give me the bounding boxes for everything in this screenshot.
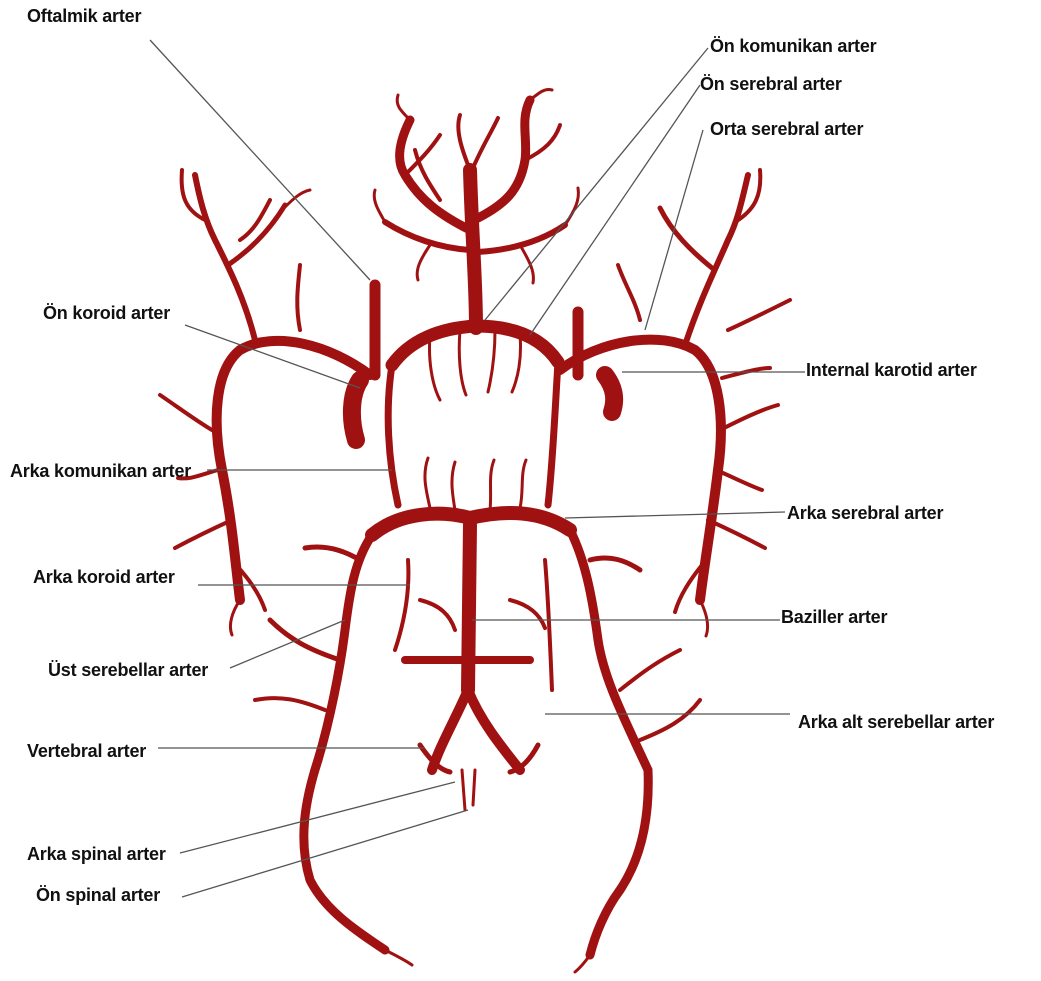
- label-on-koroid-arter: Ön koroid arter: [43, 303, 170, 324]
- leader-on-spinal: [182, 810, 468, 897]
- leader-oftalmik: [150, 40, 370, 280]
- left-middle-cerebral-artery-tree: [160, 170, 370, 635]
- label-arka-spinal-arter: Arka spinal arter: [27, 844, 166, 865]
- leader-orta-serebral: [645, 130, 703, 330]
- leader-on-serebral: [530, 85, 700, 335]
- label-oftalmik-arter: Oftalmik arter: [27, 6, 141, 27]
- anterior-cerebral-artery-tree: [374, 89, 578, 328]
- label-vertebral-arter: Vertebral arter: [27, 741, 146, 762]
- label-arka-serebral-arter: Arka serebral arter: [787, 503, 943, 524]
- label-orta-serebral-arter: Orta serebral arter: [710, 119, 863, 140]
- leader-arka-spinal: [180, 782, 455, 853]
- posterior-cerebral-branches: [255, 530, 700, 770]
- label-internal-karotid-arter: Internal karotid arter: [806, 360, 977, 381]
- leader-lines: [150, 40, 805, 897]
- label-arka-koroid-arter: Arka koroid arter: [33, 567, 175, 588]
- circle-of-willis: [372, 326, 570, 535]
- label-ust-serebellar-arter: Üst serebellar arter: [48, 660, 208, 681]
- label-arka-alt-serebellar-arter: Arka alt serebellar arter: [798, 712, 994, 733]
- leader-ust-serebellar: [230, 620, 345, 668]
- label-on-komunikan-arter: Ön komunikan arter: [710, 36, 876, 57]
- label-on-spinal-arter: Ön spinal arter: [36, 885, 160, 906]
- label-baziller-arter: Baziller arter: [781, 607, 887, 628]
- label-on-serebral-arter: Ön serebral arter: [700, 74, 842, 95]
- leader-arka-serebral: [565, 512, 785, 518]
- label-arka-komunikan-arter: Arka komunikan arter: [10, 461, 191, 482]
